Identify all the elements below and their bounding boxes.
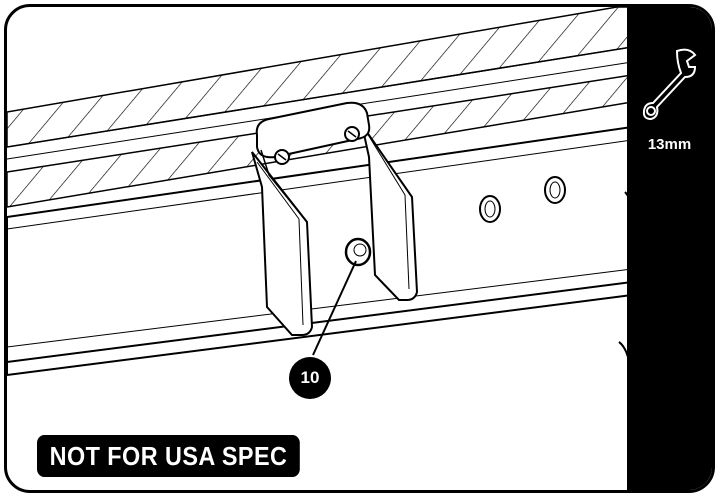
part-callout: 10 xyxy=(289,357,331,399)
hatched-beam-top xyxy=(7,7,632,148)
spec-banner-text: NOT FOR USA SPEC xyxy=(49,440,288,471)
rail-hole xyxy=(479,195,501,223)
pin-bolt xyxy=(344,237,372,267)
wrench-icon xyxy=(642,48,697,121)
part-number: 10 xyxy=(300,368,320,387)
bracket-top-plate xyxy=(255,101,371,159)
bracket-assembly-illustration xyxy=(7,7,632,402)
tool-panel: 13mm xyxy=(627,7,712,490)
bracket-left-leg xyxy=(251,151,314,336)
rail-hole xyxy=(544,176,566,204)
tool-size-label: 13mm xyxy=(647,136,692,153)
spec-banner: NOT FOR USA SPEC xyxy=(37,435,300,477)
bracket-right-leg xyxy=(361,124,419,301)
callout-leader xyxy=(312,260,357,356)
frame-rail xyxy=(7,125,632,364)
illustration-frame: 10 NOT FOR USA SPEC 13mm xyxy=(4,4,715,493)
